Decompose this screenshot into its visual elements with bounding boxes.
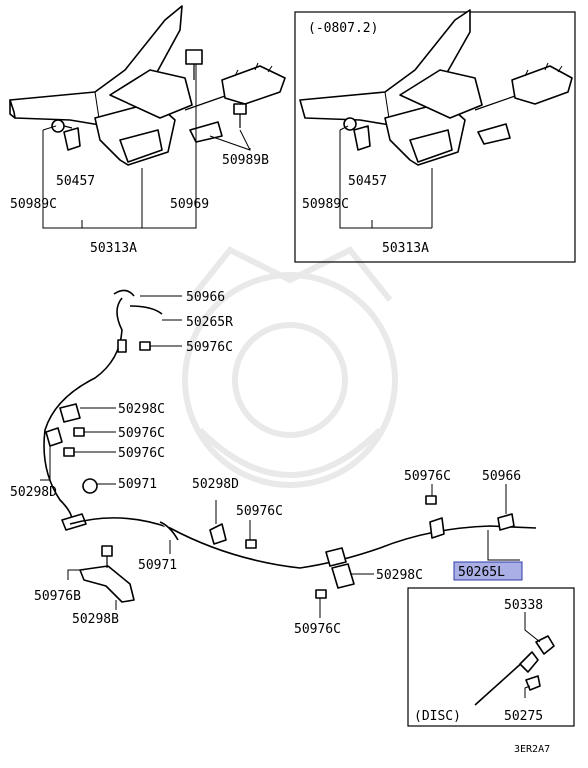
label-50338: 50338 [504,598,543,613]
label-50313a-left: 50313A [90,241,137,256]
leader-lines-top-left [42,64,251,229]
label-50976c-bottom: 50976C [294,622,341,637]
label-50265l[interactable]: 50265L [458,565,505,580]
label-50298d-left: 50298D [10,485,57,500]
label-50976b: 50976B [34,589,81,604]
label-50966-top: 50966 [186,290,225,305]
superseded-assembly-box [294,11,576,263]
lever-assembly-left [9,5,286,166]
brake-cable-right-rear [43,289,163,531]
label-50989c-left: 50989C [10,197,57,212]
label-50298b: 50298B [72,612,119,627]
label-50457-left: 50457 [56,174,95,189]
label-50971-top: 50971 [118,477,157,492]
disc-inset-title: (DISC) [414,709,461,724]
label-50969: 50969 [170,197,209,212]
figure-code: 3ER2A7 [514,744,550,755]
label-50976c-1: 50976C [186,340,233,355]
label-50976c-mid: 50976C [236,504,283,519]
disc-brake-inset-box [407,587,575,727]
label-50298c-1: 50298C [118,402,165,417]
label-50976c-2: 50976C [118,426,165,441]
brake-cable-left-rear [69,513,537,589]
label-50313a-right: 50313A [382,241,429,256]
leader-lines-top-right [339,125,433,229]
label-50989c-right: 50989C [302,197,349,212]
label-50971-bottom: 50971 [138,558,177,573]
label-50457-right: 50457 [348,174,387,189]
label-50298c-right: 50298C [376,568,423,583]
label-50966-right: 50966 [482,469,521,484]
label-50976c-3: 50976C [118,446,165,461]
label-50265r: 50265R [186,315,233,330]
label-50976c-right: 50976C [404,469,451,484]
label-50989b: 50989B [222,153,269,168]
leader-lines-cable [40,295,520,618]
highlight-50265l [453,561,523,581]
lever-assembly-right [299,9,573,166]
disc-cable-end [474,612,555,706]
watermark-emblem [182,246,398,488]
date-range-label: (-0807.2) [308,21,378,36]
label-50275: 50275 [504,709,543,724]
label-50298d-mid: 50298D [192,477,239,492]
rear-bracket-50298b [79,545,135,603]
